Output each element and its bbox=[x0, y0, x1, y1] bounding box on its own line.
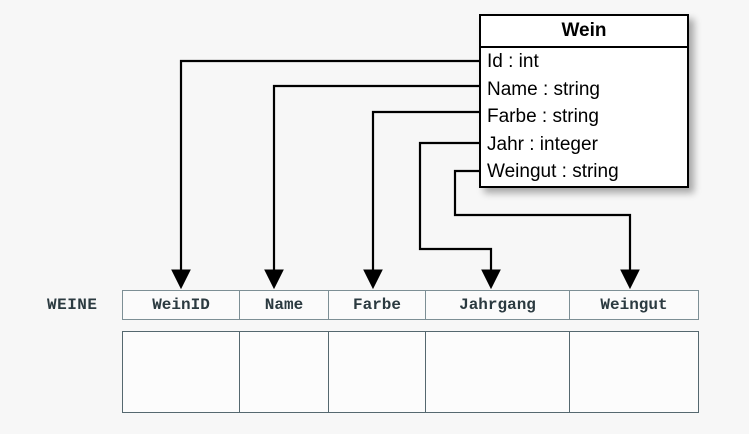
connector-name-to-name bbox=[264, 84, 479, 290]
table-header-row: WeinID Name Farbe Jahrgang Weingut bbox=[122, 290, 699, 320]
uml-attribute: Weingut : string bbox=[487, 161, 619, 182]
table-column-header: Jahrgang bbox=[425, 291, 569, 319]
table-cell bbox=[239, 332, 328, 412]
table-cell bbox=[123, 332, 239, 412]
table-cell bbox=[425, 332, 569, 412]
table-name-label: WEINE bbox=[47, 296, 98, 314]
uml-attribute: Jahr : integer bbox=[487, 133, 598, 155]
connector-weingut-to-weingut bbox=[453, 169, 640, 290]
table-column-header: WeinID bbox=[152, 296, 210, 314]
table-column-header: Weingut bbox=[569, 291, 698, 319]
table-cell bbox=[328, 332, 425, 412]
uml-attribute: Farbe : string bbox=[487, 106, 599, 127]
table-cell bbox=[569, 332, 698, 412]
table-row bbox=[122, 331, 699, 413]
relational-table: WeinID Name Farbe Jahrgang Weingut bbox=[122, 290, 699, 413]
uml-attribute: Name : string bbox=[487, 78, 600, 100]
uml-attribute-list: Id : int Name : string Farbe : string Ja… bbox=[481, 48, 687, 186]
connector-farbe-to-farbe bbox=[363, 110, 479, 290]
uml-class-name: Wein bbox=[481, 16, 687, 48]
uml-attribute: Id : int bbox=[487, 51, 539, 72]
table-column-header: Farbe bbox=[328, 291, 425, 319]
table-column-header: Name bbox=[239, 291, 328, 319]
uml-class-box: Wein Id : int Name : string Farbe : stri… bbox=[479, 14, 689, 188]
connector-id-to-weinid bbox=[171, 59, 479, 290]
connector-jahr-to-jahrgang bbox=[418, 141, 501, 290]
